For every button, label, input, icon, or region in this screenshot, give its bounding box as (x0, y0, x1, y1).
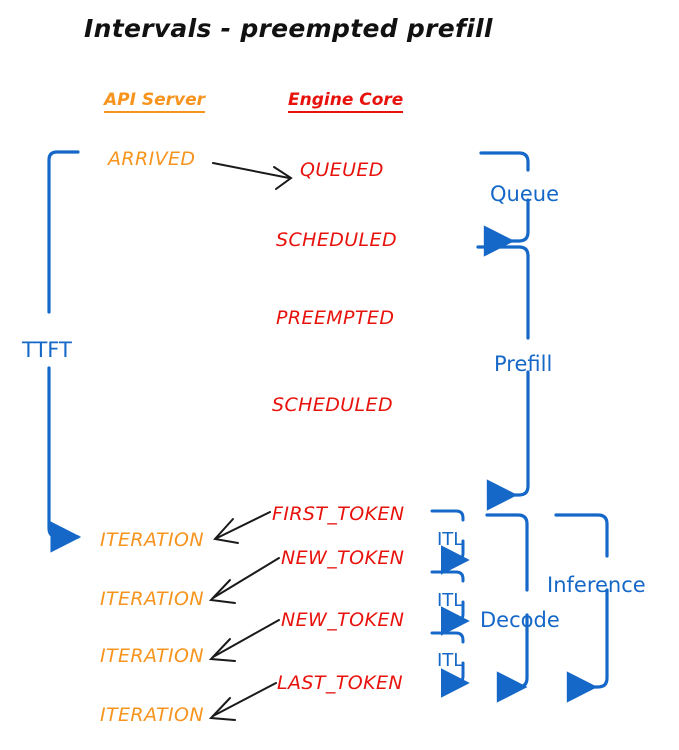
core-event-scheduled-1: SCHEDULED (276, 229, 397, 251)
core-event-scheduled-2: SCHEDULED (272, 394, 393, 416)
api-event-iteration-2: ITERATION (100, 588, 205, 610)
core-event-new-token-1: NEW_TOKEN (281, 547, 405, 569)
api-event-arrived: ARRIVED (108, 148, 196, 170)
interval-label-ttft: TTFT (22, 338, 72, 362)
interval-label-decode: Decode (480, 608, 560, 632)
interval-label-itl-3: ITL (437, 650, 464, 671)
api-event-iteration-1: ITERATION (100, 529, 205, 551)
core-event-preempted: PREEMPTED (276, 307, 395, 329)
core-event-first-token: FIRST_TOKEN (272, 503, 405, 525)
column-header-api-server: API Server (104, 90, 206, 113)
api-event-iteration-4: ITERATION (100, 704, 205, 726)
interval-label-prefill: Prefill (494, 352, 553, 376)
core-event-new-token-2: NEW_TOKEN (281, 609, 405, 631)
column-header-engine-core: Engine Core (288, 90, 404, 113)
core-event-queued: QUEUED (300, 159, 384, 181)
page-title: Intervals - preempted prefill (84, 14, 493, 43)
core-event-last-token: LAST_TOKEN (277, 672, 403, 694)
interval-label-inference: Inference (547, 573, 646, 597)
interval-label-itl-2: ITL (437, 590, 464, 611)
inference-bracket (554, 513, 609, 703)
interval-label-itl-1: ITL (437, 529, 464, 550)
api-event-iteration-3: ITERATION (100, 645, 205, 667)
decode-bracket (485, 513, 529, 703)
interval-label-queue: Queue (490, 182, 559, 206)
